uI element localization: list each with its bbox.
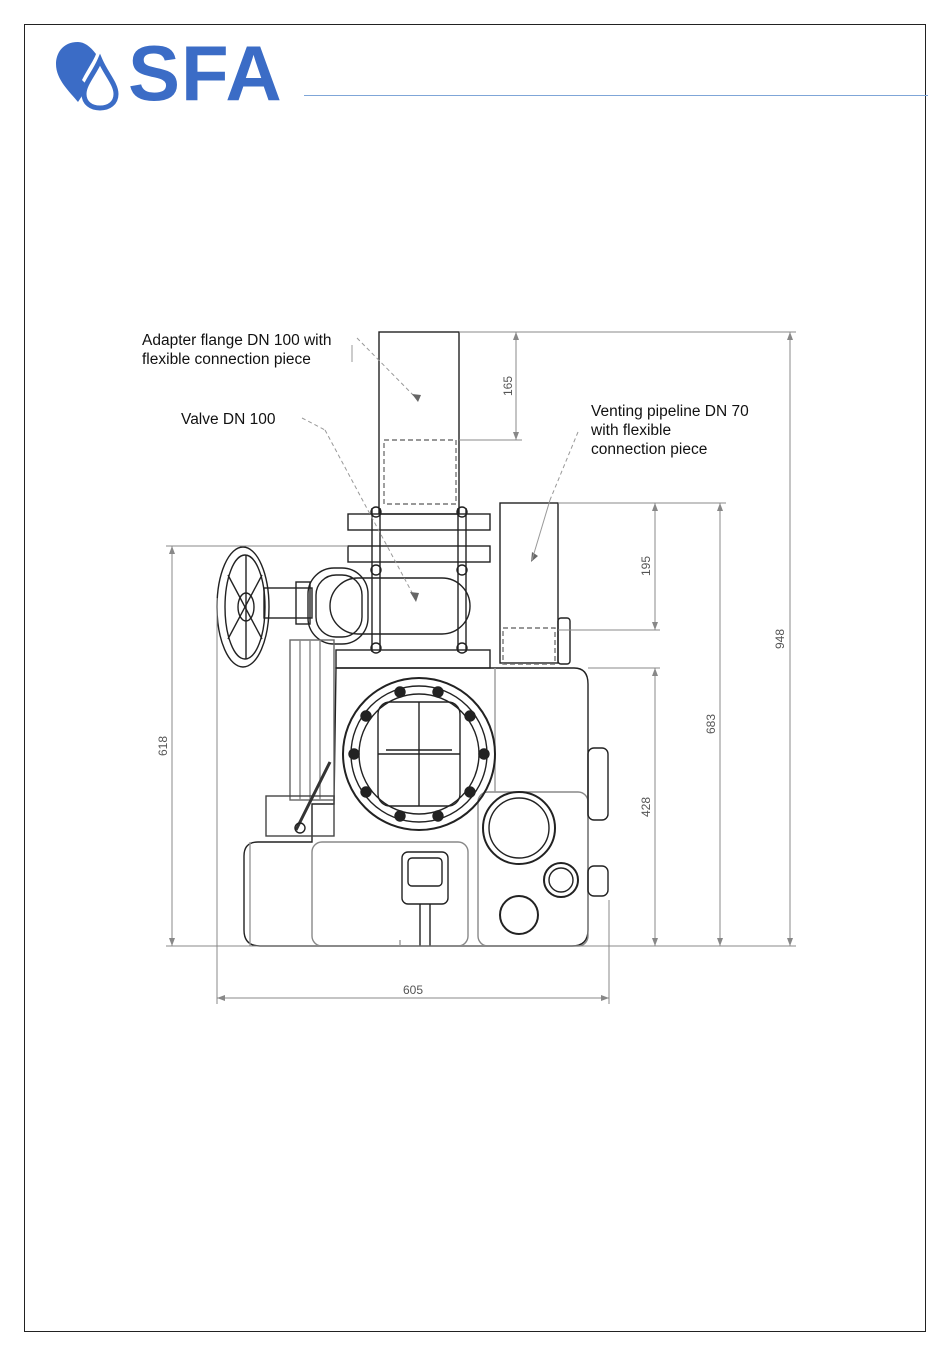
callout-venting-line1: Venting pipeline DN 70 (591, 402, 749, 421)
callout-adapter-flange-line2: flexible connection piece (142, 350, 332, 369)
flange-upper (348, 514, 490, 530)
callout-venting-pipeline: Venting pipeline DN 70 with flexible con… (591, 402, 749, 459)
dim-618: 618 (156, 736, 170, 756)
flange-lower (348, 546, 490, 562)
callout-adapter-flange: Adapter flange DN 100 with flexible conn… (142, 331, 332, 369)
callout-venting-line2: with flexible (591, 421, 749, 440)
valve-body (330, 578, 470, 634)
callout-valve: Valve DN 100 (181, 410, 275, 429)
dim-195: 195 (639, 556, 653, 576)
adapter-pipe (379, 332, 459, 514)
callout-adapter-flange-line1: Adapter flange DN 100 with (142, 331, 332, 350)
callout-venting-line3: connection piece (591, 440, 749, 459)
dim-683: 683 (704, 714, 718, 734)
venting-pipe (500, 503, 558, 663)
dim-165: 165 (501, 376, 515, 396)
dim-428: 428 (639, 797, 653, 817)
dim-948: 948 (773, 629, 787, 649)
dim-605: 605 (403, 983, 423, 997)
